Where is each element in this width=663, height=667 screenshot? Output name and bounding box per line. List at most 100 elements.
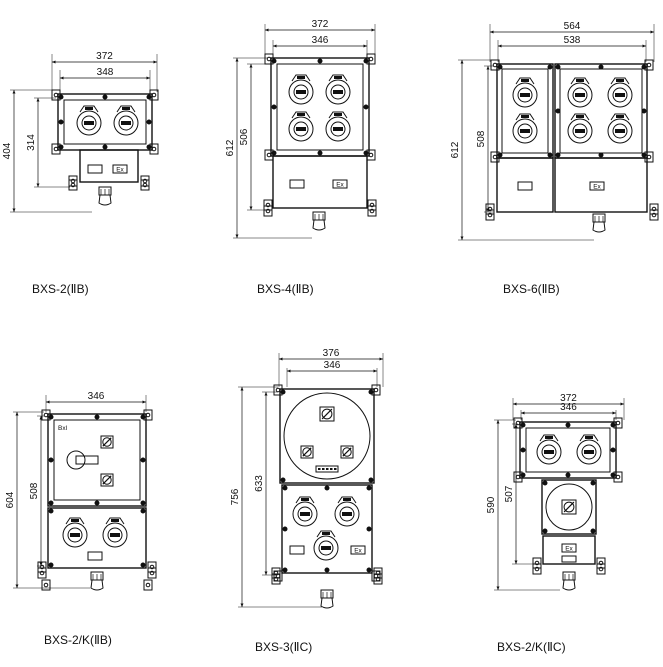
socket-tag bbox=[585, 436, 593, 439]
dim-top-inner-label: 538 bbox=[564, 35, 581, 46]
socket-lid-hinge bbox=[79, 105, 99, 113]
middle-round-cover bbox=[545, 483, 593, 531]
isolator-handle-lever bbox=[75, 455, 99, 465]
bolt bbox=[547, 64, 553, 70]
socket-tag bbox=[576, 79, 584, 82]
socket-lid-hinge bbox=[610, 113, 630, 121]
ex-mark: Ex bbox=[116, 167, 124, 174]
ex-mark-frame bbox=[589, 181, 605, 191]
socket-slot bbox=[296, 90, 306, 94]
mounting-hole bbox=[651, 206, 657, 212]
bolt bbox=[324, 485, 330, 491]
mounting-ear bbox=[596, 557, 606, 569]
socket-lid-hinge bbox=[570, 113, 590, 121]
bolt bbox=[48, 414, 54, 420]
socket-tag bbox=[85, 107, 93, 110]
socket-tag bbox=[545, 436, 553, 439]
caption-bxs-2k: BXS-2/K(ⅡB) bbox=[44, 633, 112, 647]
dim-left-inner-label: 633 bbox=[254, 475, 265, 492]
mounting-hole bbox=[534, 566, 540, 572]
bolt bbox=[58, 119, 64, 125]
socket-lid-hinge bbox=[116, 105, 136, 113]
mounting-hole bbox=[534, 560, 540, 566]
dim-top-inner-label: 346 bbox=[324, 360, 341, 371]
mounting-hole bbox=[368, 56, 374, 62]
mounting-ear bbox=[147, 567, 157, 579]
lower-housing-right bbox=[554, 157, 648, 213]
socket-lid-hinge bbox=[337, 496, 357, 504]
mounting-ear bbox=[263, 199, 273, 211]
mounting-hole bbox=[39, 570, 45, 576]
mounting-ear bbox=[140, 175, 150, 187]
mounting-ear bbox=[271, 573, 281, 585]
bolt bbox=[282, 526, 288, 532]
bolt bbox=[146, 119, 152, 125]
socket-slot bbox=[300, 512, 310, 516]
bolt bbox=[565, 472, 571, 478]
breaker-knob bbox=[563, 501, 575, 513]
socket-lid-hinge bbox=[291, 74, 311, 82]
bolt bbox=[58, 144, 64, 150]
caption-bxs-4: BXS-4(ⅡB) bbox=[257, 282, 314, 296]
mounting-ear bbox=[140, 179, 150, 191]
socket-tag bbox=[71, 519, 79, 522]
mounting-ear bbox=[366, 149, 376, 161]
dim-left-inner-label: 508 bbox=[29, 482, 40, 499]
bolt bbox=[363, 58, 369, 64]
socket-face bbox=[330, 84, 346, 100]
dim-top-inner-label: 346 bbox=[88, 391, 105, 402]
socket-slot bbox=[84, 121, 94, 125]
bolt bbox=[520, 422, 526, 428]
bolt bbox=[610, 472, 616, 478]
mounting-ear bbox=[485, 203, 495, 215]
bolt bbox=[146, 94, 152, 100]
bolt bbox=[497, 152, 503, 158]
socket-face bbox=[67, 527, 83, 543]
bolt bbox=[366, 567, 372, 573]
dim-top-outer-label: 372 bbox=[560, 393, 577, 404]
socket-tag bbox=[334, 76, 342, 79]
mounting-ear bbox=[644, 151, 654, 163]
mounting-hole bbox=[375, 570, 381, 576]
breaker-knob bbox=[342, 447, 352, 457]
socket-ring bbox=[536, 439, 562, 465]
upper-housing bbox=[47, 413, 147, 507]
socket-slot bbox=[333, 90, 343, 94]
bolt bbox=[520, 472, 526, 478]
name-window bbox=[289, 179, 305, 189]
socket-face bbox=[297, 506, 313, 522]
bolt bbox=[641, 108, 647, 114]
socket-slot bbox=[520, 93, 530, 97]
bolt bbox=[610, 422, 616, 428]
dim-left-outer-label: 612 bbox=[450, 141, 461, 158]
bolt bbox=[590, 480, 596, 486]
bolt bbox=[48, 508, 54, 514]
mounting-hole bbox=[151, 146, 157, 152]
breaker-pointer bbox=[302, 447, 312, 457]
socket-tag bbox=[343, 498, 351, 501]
socket-face bbox=[541, 444, 557, 460]
mounting-hole bbox=[651, 212, 657, 218]
upper-housing bbox=[519, 421, 617, 479]
socket-face bbox=[517, 123, 533, 139]
mounting-ear bbox=[263, 205, 273, 217]
dim-left-inner-label: 314 bbox=[26, 134, 37, 151]
breaker-plate bbox=[319, 406, 335, 422]
upper-round-cover bbox=[283, 392, 371, 480]
lower-housing bbox=[272, 155, 368, 209]
bolt bbox=[324, 567, 330, 573]
bolt bbox=[140, 500, 146, 506]
bolt bbox=[368, 389, 374, 395]
ex-mark-frame bbox=[350, 545, 366, 555]
socket-tag bbox=[301, 498, 309, 501]
bolt bbox=[368, 477, 374, 483]
socket-lid-hinge bbox=[328, 74, 348, 82]
upper-housing bbox=[279, 388, 375, 484]
mounting-ear bbox=[149, 143, 159, 155]
mounting-ear bbox=[51, 89, 61, 101]
socket-slot bbox=[584, 450, 594, 454]
mounting-ear bbox=[371, 570, 381, 582]
mounting-ear bbox=[367, 199, 377, 211]
